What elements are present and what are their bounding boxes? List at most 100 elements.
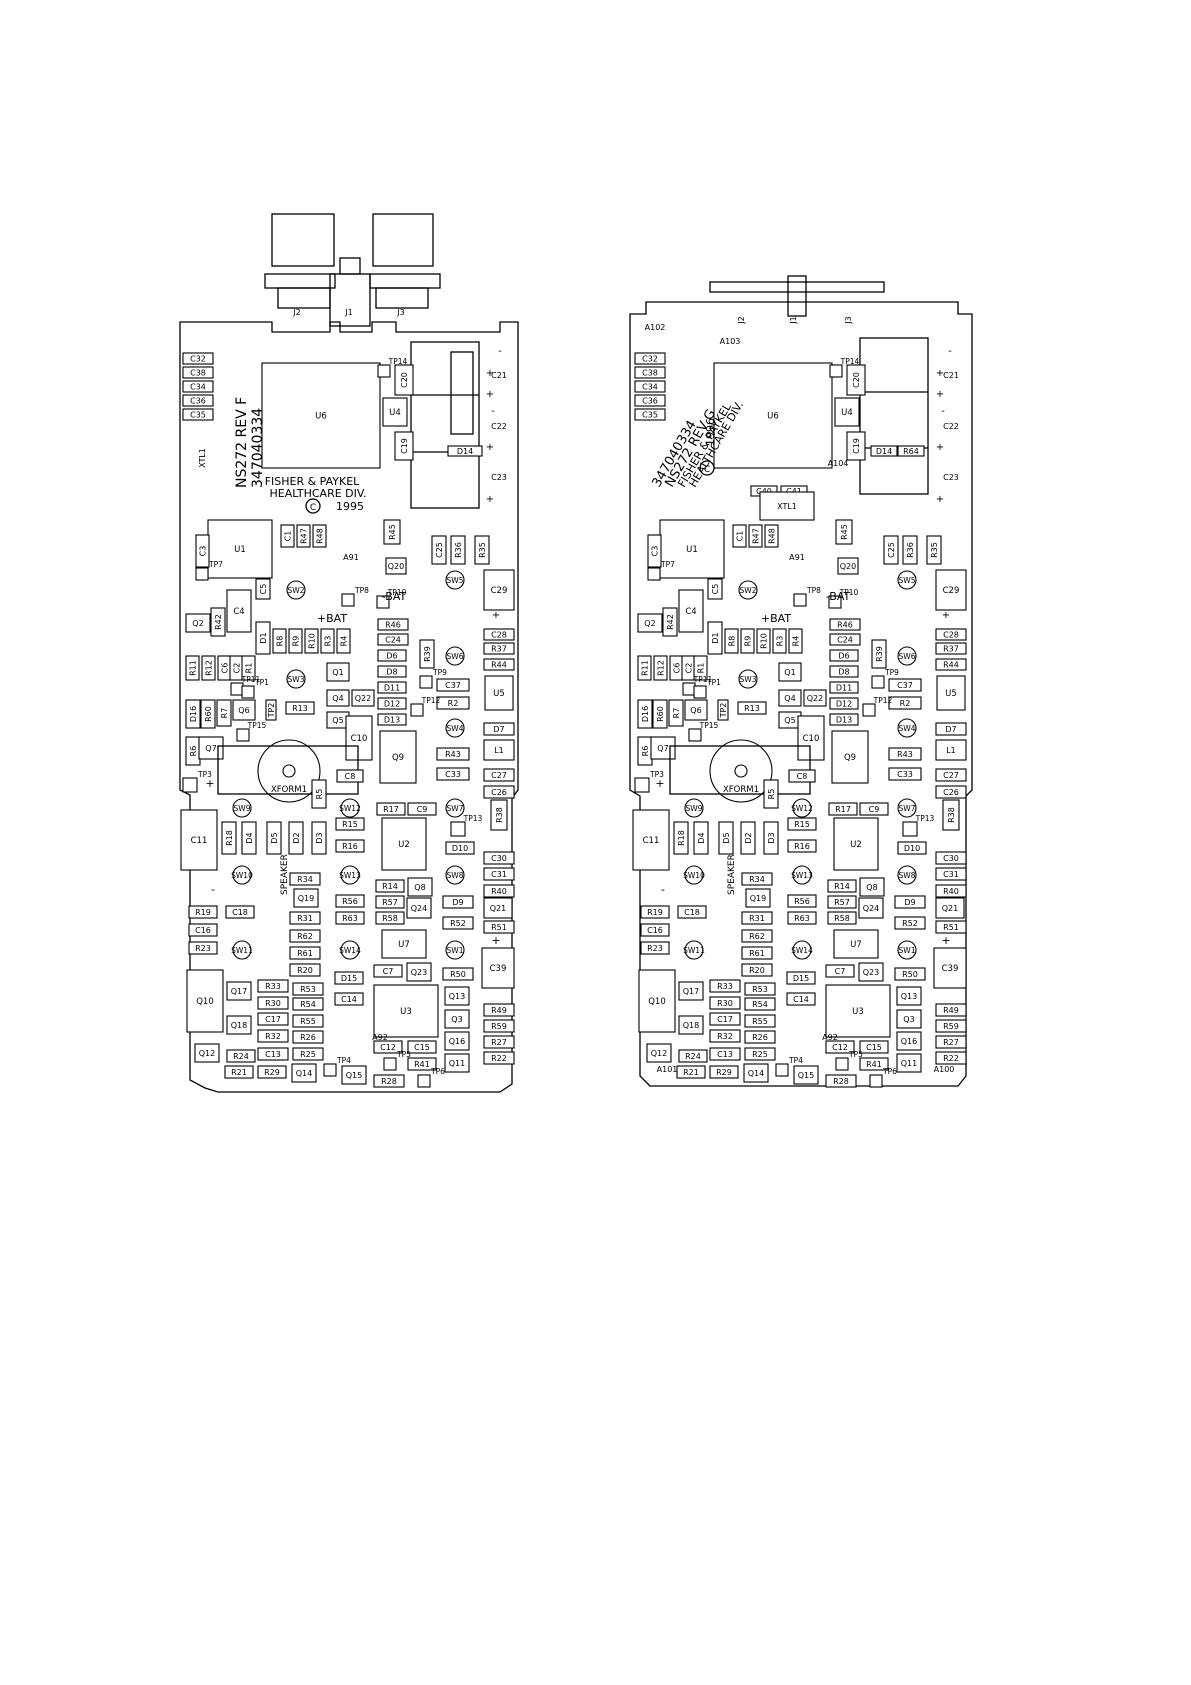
- component-label: R33: [265, 982, 281, 991]
- component-label: C5: [711, 584, 720, 595]
- component-tp6: TP6: [417, 1067, 445, 1088]
- component-label: R50: [902, 970, 918, 979]
- component-label: C23: [491, 473, 507, 482]
- component-label: TP9: [884, 668, 899, 677]
- component-label: R45: [388, 524, 397, 540]
- component-r14: R14: [827, 879, 857, 893]
- component-r43: R43: [436, 747, 470, 761]
- component-d9: D9: [894, 895, 926, 909]
- component-label: D4: [697, 832, 706, 843]
- component-r19: R19: [640, 905, 670, 919]
- component-tp15: TP15: [688, 721, 719, 742]
- component-d12: D12: [829, 697, 859, 710]
- component-q8: Q8: [407, 877, 433, 897]
- component-label: C39: [490, 964, 507, 974]
- component-label: R55: [300, 1017, 316, 1026]
- component-label: C13: [265, 1050, 281, 1059]
- component-r13: R13: [285, 701, 315, 715]
- component-label: R35: [930, 542, 939, 558]
- component-c39: C39: [933, 947, 967, 989]
- component-label: R15: [342, 820, 358, 829]
- component-c15: C15: [407, 1040, 437, 1054]
- battery-contact: [450, 351, 474, 435]
- component-label: Q8: [414, 883, 425, 892]
- component-label: R51: [943, 923, 959, 932]
- component-label: C3: [199, 546, 208, 557]
- component-label: D14: [457, 447, 473, 456]
- component-tp12: TP12: [410, 696, 441, 717]
- component-c14: C14: [334, 992, 364, 1006]
- component-r53: R53: [744, 982, 776, 996]
- division-name: HEALTHCARE DIV.: [270, 487, 367, 500]
- component-sw3: SW3: [738, 669, 758, 689]
- component-label: C14: [341, 995, 357, 1004]
- component-tp3: TP3: [182, 770, 212, 793]
- component-r59: R59: [935, 1019, 967, 1033]
- component-q22: Q22: [351, 689, 375, 707]
- connector-j1-top: [339, 257, 361, 275]
- component-label: R26: [300, 1033, 316, 1042]
- net-label: +: [942, 610, 950, 621]
- component-label: Q14: [296, 1069, 312, 1078]
- component-r20: R20: [289, 963, 321, 977]
- component-q14: Q14: [291, 1063, 317, 1083]
- component-c31: C31: [483, 867, 515, 881]
- component-tp9: TP9: [419, 668, 447, 689]
- component-q18: Q18: [678, 1015, 704, 1035]
- component-label: Q19: [298, 894, 314, 903]
- component-label: C27: [491, 771, 507, 780]
- component-label: Q11: [449, 1059, 465, 1068]
- component-c24: C24: [829, 633, 861, 646]
- component-tp6: TP6: [869, 1067, 897, 1088]
- component-r44: R44: [935, 658, 967, 671]
- component-r40: R40: [935, 884, 967, 898]
- component-q14: Q14: [743, 1063, 769, 1083]
- component-r18: R18: [221, 821, 237, 855]
- component-label: R28: [381, 1077, 397, 1086]
- component-label: R38: [495, 807, 504, 823]
- component-label: C29: [491, 586, 508, 596]
- component-label: R63: [342, 914, 358, 923]
- component-r21: R21: [224, 1065, 254, 1079]
- component-label: D14: [876, 447, 892, 456]
- component-label: TP11: [241, 675, 261, 684]
- component-label: R61: [749, 949, 765, 958]
- component-label: R21: [683, 1068, 699, 1077]
- net-label: -: [661, 883, 665, 896]
- component-label: R60: [204, 706, 213, 722]
- component-r8: R8: [724, 628, 739, 654]
- component-label: TP4: [788, 1056, 803, 1065]
- component-r15: R15: [335, 817, 365, 831]
- component-label: Q22: [807, 694, 823, 703]
- component-label: R2: [448, 699, 459, 708]
- component-label: Q15: [798, 1071, 814, 1080]
- component-label: C28: [491, 631, 507, 640]
- component-d4: D4: [241, 821, 257, 855]
- connector-j3: J3: [844, 316, 853, 324]
- net-label: +: [936, 389, 944, 400]
- component-label: Q4: [332, 694, 343, 703]
- connector-j1: J1: [344, 308, 352, 317]
- component-d3: D3: [311, 821, 327, 855]
- component-label: R22: [943, 1054, 959, 1063]
- component-u1: U1: [659, 519, 725, 579]
- component-label: TP15: [699, 721, 719, 730]
- copyright-year: 1996: [704, 418, 717, 446]
- component-label: D16: [641, 706, 650, 722]
- component-r8: R8: [272, 628, 287, 654]
- net-label: +: [936, 368, 944, 379]
- component-q8: Q8: [859, 877, 885, 897]
- component-q20: Q20: [385, 557, 407, 575]
- component-q4: Q4: [778, 689, 802, 707]
- component-c32: C32: [634, 352, 666, 365]
- component-q7: Q7: [650, 736, 676, 760]
- component-label: SW3: [288, 675, 305, 684]
- component-sw12: SW12: [791, 798, 813, 818]
- component-r1: R1: [693, 655, 708, 681]
- component-label: R4: [340, 636, 349, 647]
- component-tp2: TP2: [717, 699, 729, 721]
- component-u5: U5: [936, 675, 966, 711]
- component-label: D12: [384, 700, 400, 709]
- component-label: TP3: [649, 770, 664, 779]
